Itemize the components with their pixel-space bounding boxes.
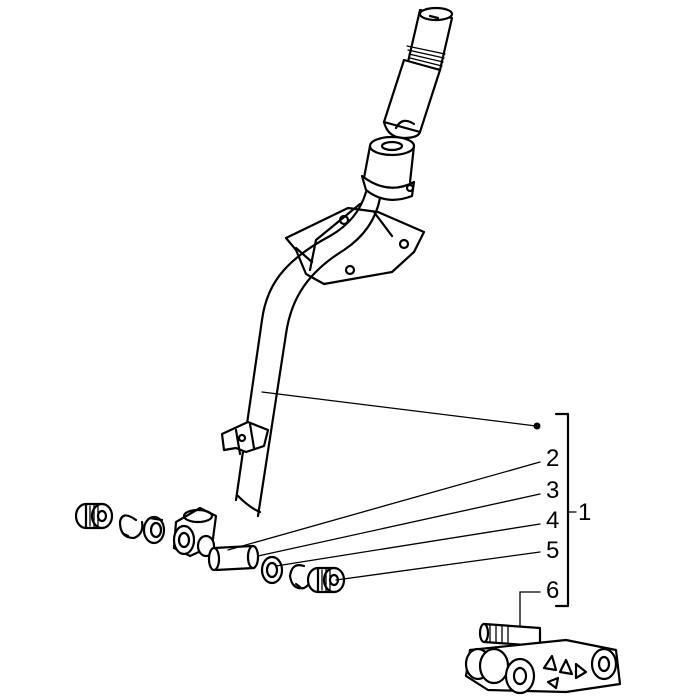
callout-6: 6 bbox=[546, 577, 559, 604]
leader-lines bbox=[227, 391, 541, 627]
tube-clamp bbox=[220, 420, 270, 456]
reference-dot bbox=[533, 422, 541, 430]
right-bushing bbox=[306, 566, 346, 594]
steering-column bbox=[360, 135, 416, 201]
pin-part bbox=[207, 544, 260, 572]
main-tube bbox=[234, 190, 382, 518]
callout-2: 2 bbox=[546, 445, 559, 472]
linkage-bracket bbox=[464, 622, 622, 695]
left-circlip bbox=[118, 514, 144, 540]
callout-5: 5 bbox=[546, 537, 559, 564]
threaded-stem bbox=[382, 6, 454, 140]
left-bushing bbox=[74, 502, 114, 530]
lower-joint bbox=[172, 506, 218, 558]
left-washer bbox=[142, 515, 166, 545]
callout-3: 3 bbox=[546, 477, 559, 504]
mounting-bracket bbox=[284, 202, 426, 286]
group-label: 1 bbox=[578, 499, 591, 526]
right-washer bbox=[260, 555, 284, 585]
callout-4: 4 bbox=[546, 507, 559, 534]
group-bracket bbox=[554, 412, 570, 608]
